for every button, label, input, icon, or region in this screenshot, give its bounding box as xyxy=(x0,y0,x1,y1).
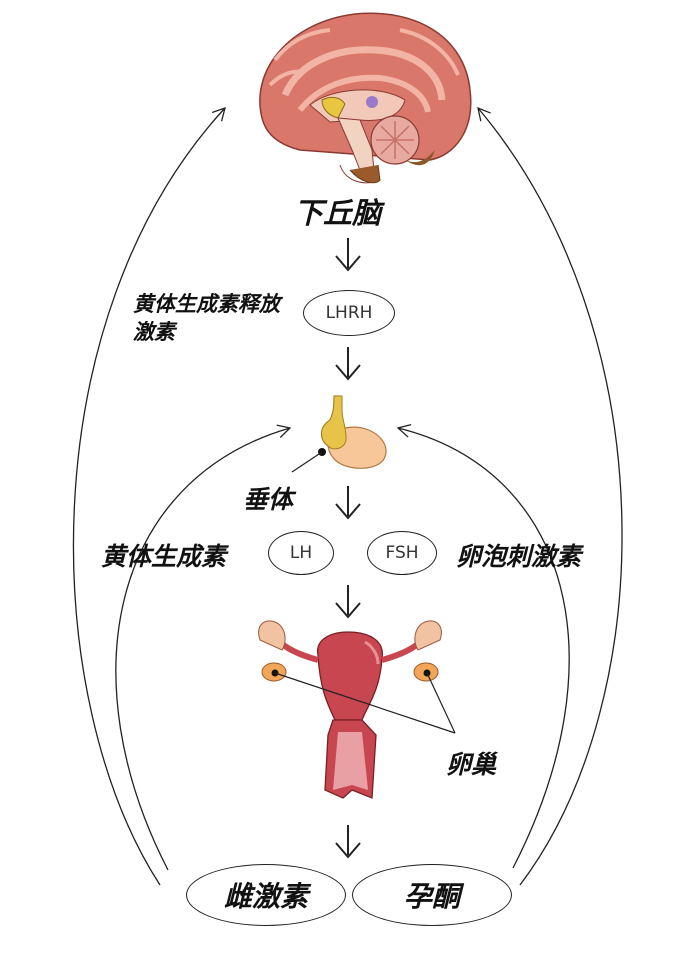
ovary-label: 卵巢 xyxy=(446,750,497,779)
lhrh-full-name-label: 黄体生成素释放激素 xyxy=(133,292,280,344)
down-arrow-2 xyxy=(335,347,361,381)
fsh-badge: FSH xyxy=(367,531,437,575)
lh-full-name-label: 黄体生成素 xyxy=(101,542,227,571)
brain-illustration xyxy=(259,12,472,184)
progesterone-badge: 孕酮 xyxy=(352,864,512,926)
feedback-arrow-outer-right xyxy=(477,106,623,886)
pituitary-label: 垂体 xyxy=(243,485,294,514)
hypothalamus-label: 下丘脑 xyxy=(294,196,382,230)
feedback-arrow-inner-right xyxy=(396,424,570,869)
down-arrow-3 xyxy=(335,486,361,520)
estrogen-badge: 雌激素 xyxy=(186,864,346,926)
fsh-full-name-label: 卵泡刺激素 xyxy=(456,542,582,571)
uterus-illustration xyxy=(258,620,456,799)
down-arrow-5 xyxy=(335,825,361,859)
lh-badge: LH xyxy=(268,531,334,575)
feedback-arrow-inner-left xyxy=(115,424,292,871)
feedback-arrow-outer-left xyxy=(72,106,226,886)
down-arrow-4 xyxy=(335,585,361,619)
lhrh-badge: LHRH xyxy=(303,290,395,336)
pituitary-illustration xyxy=(291,395,387,473)
down-arrow-1 xyxy=(335,238,361,272)
